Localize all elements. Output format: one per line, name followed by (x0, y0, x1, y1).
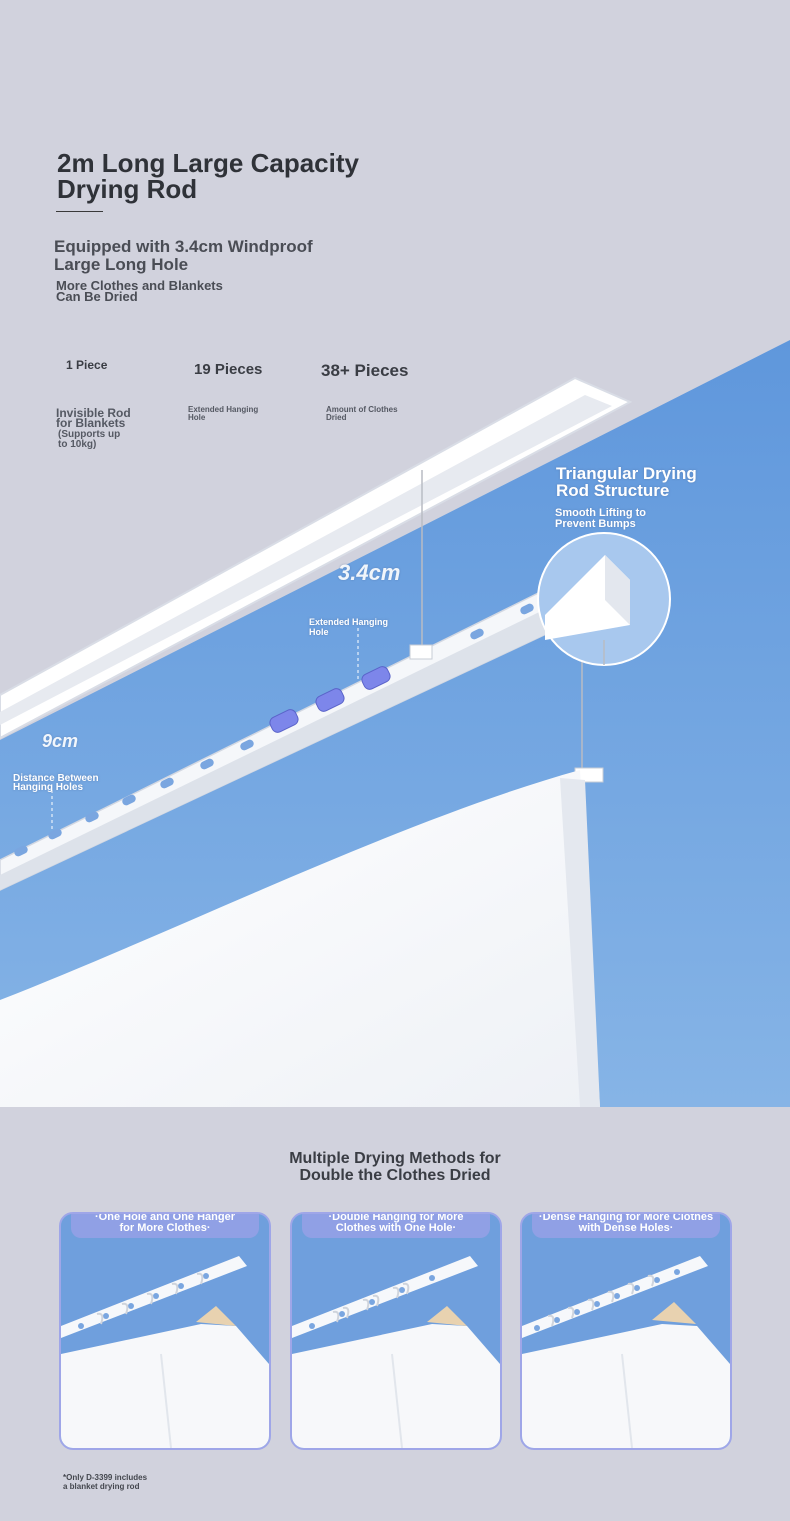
sky-background (0, 340, 790, 1107)
page-title: 2m Long Large Capacity Drying Rod (57, 148, 359, 204)
method-card-2: ·Double Hanging for More Clothes with On… (290, 1212, 502, 1450)
method-illustration-2 (292, 1214, 500, 1448)
method-card-1: ·One Hole and One Hanger for More Clothe… (59, 1212, 271, 1450)
hole-label: Extended Hanging Hole (309, 617, 389, 637)
title-divider (56, 211, 103, 212)
hanging-blanket (0, 770, 600, 1107)
highlighted-holes (269, 666, 391, 733)
method-caption-2: ·Double Hanging for More Clothes with On… (302, 1214, 490, 1238)
stat-value-clothes: 38+ Pieces (321, 361, 409, 380)
triangle-structure-title: Triangular Drying Rod Structure (556, 464, 697, 500)
method-illustration-1 (61, 1214, 269, 1448)
subtitle: Equipped with 3.4cm Windproof Large Long… (54, 237, 313, 274)
footnote: *Only D-3399 includes a blanket drying r… (63, 1473, 148, 1491)
method-illustration-3 (522, 1214, 730, 1448)
distance-label: Distance Between Hanging Holes (13, 773, 99, 793)
drying-rod-illustration (0, 340, 790, 1107)
method-caption-3: ·Dense Hanging for More Clothes with Den… (532, 1214, 720, 1238)
stat-value-holes: 19 Pieces (194, 361, 263, 378)
method-caption-1: ·One Hole and One Hanger for More Clothe… (71, 1214, 259, 1238)
stat-label-rod: Invisible Rod for Blankets (56, 406, 131, 430)
stat-note-rod: (Supports up to 10kg) (58, 429, 121, 450)
stat-label-holes: Extended Hanging Hole (188, 405, 259, 422)
distance-measure: 9cm (42, 731, 79, 751)
stat-label-clothes: Amount of Clothes Dried (326, 405, 398, 422)
stat-value-rod: 1 Piece (66, 358, 108, 372)
triangle-structure-subtitle: Smooth Lifting to Prevent Bumps (555, 507, 647, 530)
method-card-3: ·Dense Hanging for More Clothes with Den… (520, 1212, 732, 1450)
subtitle-secondary: More Clothes and Blankets Can Be Dried (56, 278, 223, 304)
hole-measure: 3.4cm (338, 560, 401, 585)
hanging-holes (14, 603, 534, 857)
methods-title: Multiple Drying Methods for Double the C… (289, 1150, 501, 1184)
